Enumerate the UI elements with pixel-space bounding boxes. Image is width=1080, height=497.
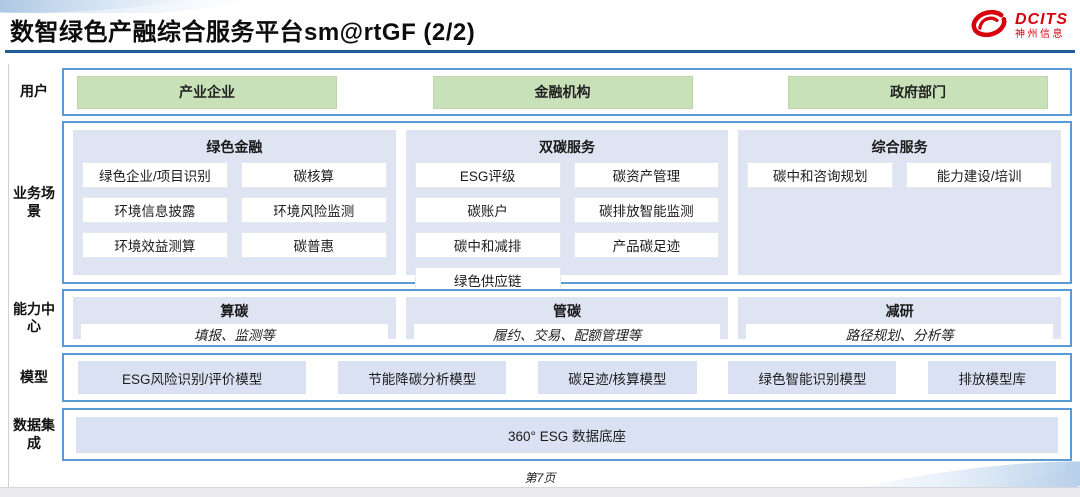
capability-desc: 履约、交易、配额管理等 [413, 324, 721, 344]
scenario-item: 能力建设/培训 [906, 162, 1053, 188]
scenario-item: 碳账户 [414, 197, 561, 223]
model-item: 绿色智能识别模型 [728, 361, 897, 394]
scenarios-row-container: 绿色金融 绿色企业/项目识别 碳核算 环境信息披露 环境风险监测 环境效益测算 … [62, 121, 1072, 293]
scenario-item: 环境信息披露 [82, 197, 228, 223]
panel-title: 绿色金融 [206, 139, 263, 155]
panel-title: 双碳服务 [539, 139, 595, 155]
model-item: ESG风险识别/评价模型 [78, 361, 307, 394]
capability-title: 减研 [885, 303, 914, 319]
models-row-container: ESG风险识别/评价模型 节能降碳分析模型 碳足迹/核算模型 绿色智能识别模型 … [62, 353, 1072, 402]
capabilities-row-container: 算碳 填报、监测等 管碳 履约、交易、配额管理等 减研 路径规划、分析等 [62, 289, 1072, 347]
scenarios-row-label: 业务场景 [13, 185, 55, 219]
model-item: 碳足迹/核算模型 [538, 361, 697, 394]
scenarios-row: 业务场景 绿色金融 绿色企业/项目识别 碳核算 环境信息披露 环境风险监测 环境… [10, 121, 1072, 293]
capabilities-row: 能力中心 算碳 填报、监测等 管碳 履约、交易、配额管理等 减研 路径规划、分析… [10, 289, 1072, 347]
panel-title: 综合服务 [871, 139, 928, 155]
data-row-label: 数据集成 [13, 417, 55, 451]
scenario-item: ESG评级 [414, 162, 561, 188]
page-number: 第7页 [524, 471, 556, 485]
users-row-label: 用户 [20, 83, 48, 100]
capability-desc: 路径规划、分析等 [746, 324, 1054, 344]
capability-desc: 填报、监测等 [81, 324, 388, 344]
logo-brand: DCITS [1015, 11, 1068, 28]
user-item-industry: 产业企业 [77, 75, 337, 109]
data-foundation-item: 360° ESG 数据底座 [76, 416, 1058, 453]
scenario-item: 产品碳足迹 [573, 232, 720, 258]
data-row-container: 360° ESG 数据底座 [62, 408, 1072, 461]
scenario-item: 碳普惠 [240, 232, 387, 258]
title-underline [5, 50, 1075, 53]
capability-reduce-research: 减研 路径规划、分析等 [738, 297, 1062, 344]
panel-dual-carbon: 双碳服务 ESG评级 碳资产管理 碳账户 碳排放智能监测 碳中和减排 产品碳足迹… [405, 130, 729, 293]
scenario-item: 碳核算 [240, 162, 387, 188]
scenario-item: 绿色企业/项目识别 [82, 162, 228, 188]
dcits-logo-text: DCITS 神州信息 [1015, 12, 1068, 40]
scenario-item: 环境效益测算 [82, 232, 228, 258]
scenario-item: 碳排放智能监测 [573, 197, 720, 223]
data-integration-row: 数据集成 360° ESG 数据底座 [10, 408, 1072, 461]
capability-title: 管碳 [553, 303, 581, 319]
logo-company-name: 神州信息 [1015, 29, 1065, 40]
panel-grid: 绿色企业/项目识别 碳核算 环境信息披露 环境风险监测 环境效益测算 碳普惠 [82, 162, 387, 258]
capability-title: 算碳 [220, 303, 249, 319]
bottom-edge-strip [0, 487, 1080, 497]
model-item: 排放模型库 [928, 361, 1056, 394]
page-title: 数智绿色产融综合服务平台sm@rtGF (2/2) [10, 19, 476, 46]
user-item-finance: 金融机构 [432, 75, 693, 109]
capability-manage-carbon: 管碳 履约、交易、配额管理等 [405, 297, 729, 344]
scenario-item: 碳资产管理 [573, 162, 720, 188]
scenario-item: 碳中和咨询规划 [747, 162, 894, 188]
panel-grid: ESG评级 碳资产管理 碳账户 碳排放智能监测 碳中和减排 产品碳足迹 绿色供应… [414, 162, 720, 293]
dcits-swirl-icon [967, 8, 1011, 44]
capability-count-carbon: 算碳 填报、监测等 [73, 297, 396, 344]
models-row-label: 模型 [20, 368, 48, 385]
models-row: 模型 ESG风险识别/评价模型 节能降碳分析模型 碳足迹/核算模型 绿色智能识别… [10, 353, 1072, 402]
users-row-container: 产业企业 金融机构 政府部门 [62, 68, 1072, 116]
capabilities-row-label: 能力中心 [13, 300, 55, 335]
panel-green-finance: 绿色金融 绿色企业/项目识别 碳核算 环境信息披露 环境风险监测 环境效益测算 … [73, 130, 396, 275]
left-guide-line [8, 64, 9, 488]
scenario-item: 碳中和减排 [414, 232, 561, 258]
scenario-item: 绿色供应链 [414, 267, 561, 293]
scenario-item: 环境风险监测 [240, 197, 387, 223]
dcits-logo: DCITS 神州信息 [967, 8, 1068, 44]
panel-grid: 碳中和咨询规划 能力建设/培训 [747, 162, 1053, 188]
user-item-government: 政府部门 [788, 75, 1048, 109]
panel-comprehensive: 综合服务 碳中和咨询规划 能力建设/培训 [738, 130, 1062, 275]
users-row: 用户 产业企业 金融机构 政府部门 [10, 68, 1072, 116]
model-item: 节能降碳分析模型 [338, 361, 507, 394]
